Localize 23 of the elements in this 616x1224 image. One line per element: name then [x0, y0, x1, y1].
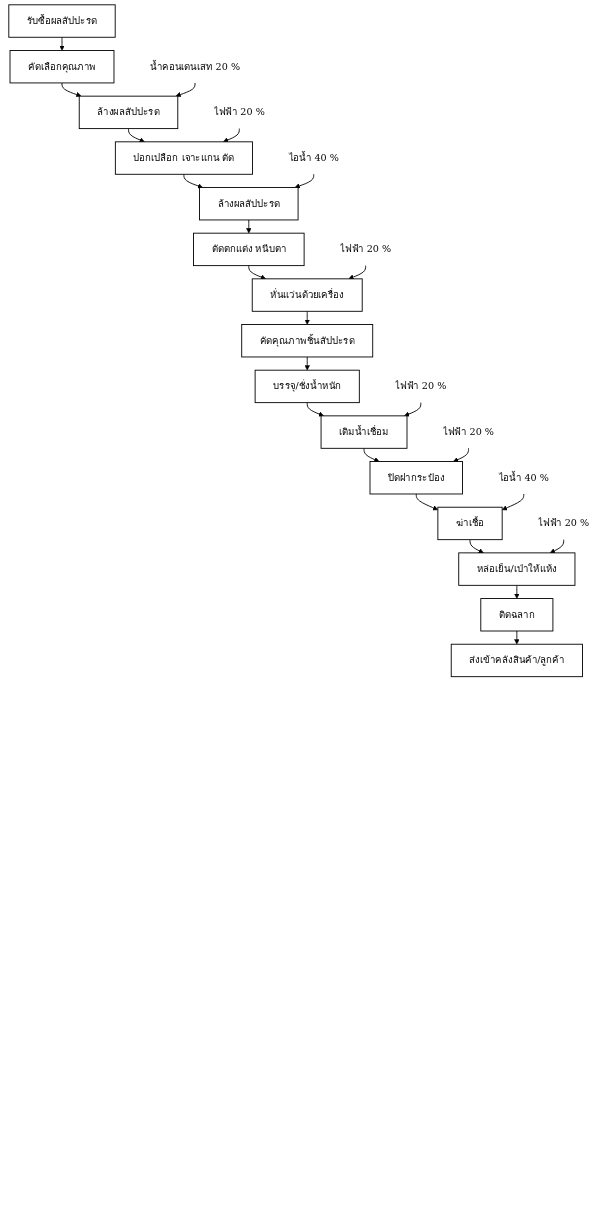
node-box: ติดฉลาก: [480, 598, 554, 632]
node-box: ปิดฝากระป๋อง: [369, 461, 463, 495]
node-box: เติมน้ำเชื่อม: [320, 415, 408, 449]
node-box: บรรจุ/ชั่งน้ำหนัก: [254, 369, 360, 404]
node-box: หล่อเย็น/เป่าให้แห้ง: [458, 552, 576, 586]
node-text: ไอน้ำ 40 %: [288, 152, 339, 164]
node-text: ไฟฟ้า 20 %: [443, 426, 494, 438]
node-text: ไฟฟ้า 20 %: [213, 106, 265, 118]
node-box: ปอกเปลือก เจาะแกน ตัด: [114, 141, 253, 175]
node-box: ฆ่าเชื้อ: [437, 506, 503, 541]
node-text: ไฟฟ้า 20 %: [340, 243, 392, 255]
node-box: รับซื้อผลสัปปะรด: [8, 4, 116, 38]
node-box: ตัดตกแต่ง หนีบตา: [193, 232, 305, 267]
node-box: ล้างผลสัปปะรด: [199, 187, 299, 221]
node-text: ไฟฟ้า 20 %: [538, 517, 590, 529]
node-box: ส่งเข้าคลังสินค้า/ลูกค้า: [450, 643, 583, 678]
node-text: ไฟฟ้า 20 %: [395, 380, 447, 392]
node-box: ล้างผลสัปปะรด: [78, 95, 179, 130]
node-box: หั่นแว่นด้วยเครื่อง: [251, 278, 363, 312]
node-text: น้ำคอนเดนเสท 20 %: [150, 60, 241, 73]
node-box: คัดคุณภาพชิ้นสัปปะรด: [241, 324, 374, 358]
node-text: ไอน้ำ 40 %: [498, 471, 549, 484]
node-box: คัดเลือกคุณภาพ: [9, 50, 115, 84]
